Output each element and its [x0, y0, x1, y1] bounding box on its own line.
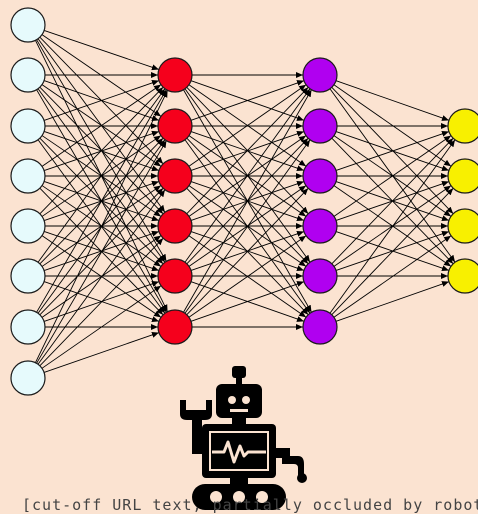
- edge-l0-7-to-5: [43, 332, 160, 373]
- neuron-layer0-6: [10, 309, 46, 345]
- neuron-layer1-2: [157, 158, 193, 194]
- neuron-layer3-0: [447, 108, 478, 144]
- robot-icon: [180, 366, 307, 510]
- edge-l2-5-to-1: [331, 187, 454, 316]
- neurons: [10, 7, 478, 396]
- neuron-layer2-1: [302, 108, 338, 144]
- neuron-layer0-0: [10, 7, 46, 43]
- edge-l2-3-to-0: [333, 135, 452, 217]
- edge-l1-4-to-0: [184, 88, 311, 263]
- neuron-layer0-2: [10, 108, 46, 144]
- neuron-layer0-7: [10, 360, 46, 396]
- neuron-layer1-5: [157, 309, 193, 345]
- neuron-layer2-0: [302, 57, 338, 93]
- edge-l0-0-to-1: [41, 34, 162, 117]
- neuron-layer2-3: [302, 208, 338, 244]
- neuron-layer1-3: [157, 208, 193, 244]
- neuron-layer1-1: [157, 108, 193, 144]
- edge-l1-5-to-1: [184, 139, 311, 314]
- edge-l1-5-to-4: [190, 281, 305, 322]
- edge-l2-2-to-0: [335, 130, 450, 171]
- edge-l2-5-to-0: [329, 139, 456, 314]
- neuron-layer0-1: [10, 57, 46, 93]
- neuron-layer1-4: [157, 258, 193, 294]
- edge-l1-1-to-0: [190, 80, 305, 121]
- edge-l2-4-to-0: [331, 137, 454, 265]
- edge-l0-2-to-0: [43, 80, 160, 121]
- edge-l1-5-to-0: [183, 89, 312, 313]
- neuron-layer0-5: [10, 258, 46, 294]
- edge-l0-4-to-0: [39, 86, 164, 215]
- edge-l1-2-to-0: [188, 84, 307, 167]
- edge-l2-0-to-0: [335, 80, 450, 121]
- edge-l1-5-to-3: [188, 235, 307, 318]
- neuron-layer2-4: [302, 258, 338, 294]
- neuron-layer0-3: [10, 158, 46, 194]
- edge-l2-5-to-2: [333, 235, 452, 318]
- edge-l0-7-to-4: [41, 285, 162, 369]
- neuron-layer3-3: [447, 258, 478, 294]
- edge-l1-5-to-2: [186, 187, 309, 316]
- edge-l0-7-to-1: [36, 140, 167, 364]
- edge-l0-0-to-0: [43, 30, 160, 71]
- edge-l0-7-to-3: [39, 237, 164, 367]
- edge-l2-5-to-3: [335, 281, 450, 322]
- neuron-layer3-2: [447, 208, 478, 244]
- neuron-layer2-5: [302, 309, 338, 345]
- edge-l0-7-to-0: [35, 90, 168, 363]
- edge-l2-0-to-1: [333, 84, 452, 167]
- neuron-layer1-0: [157, 57, 193, 93]
- edge-l2-0-to-2: [331, 86, 454, 215]
- edge-l1-3-to-0: [186, 86, 309, 215]
- edge-l0-5-to-0: [37, 88, 166, 263]
- edge-l0-7-to-2: [37, 189, 166, 365]
- edge-l0-6-to-0: [36, 89, 167, 313]
- neuron-layer3-1: [447, 158, 478, 194]
- neuron-layer0-4: [10, 208, 46, 244]
- neuron-layer2-2: [302, 158, 338, 194]
- connections: [35, 30, 456, 373]
- footer-url-text: [cut-off URL text, partially occluded by…: [22, 497, 478, 514]
- edge-l0-3-to-0: [41, 84, 162, 167]
